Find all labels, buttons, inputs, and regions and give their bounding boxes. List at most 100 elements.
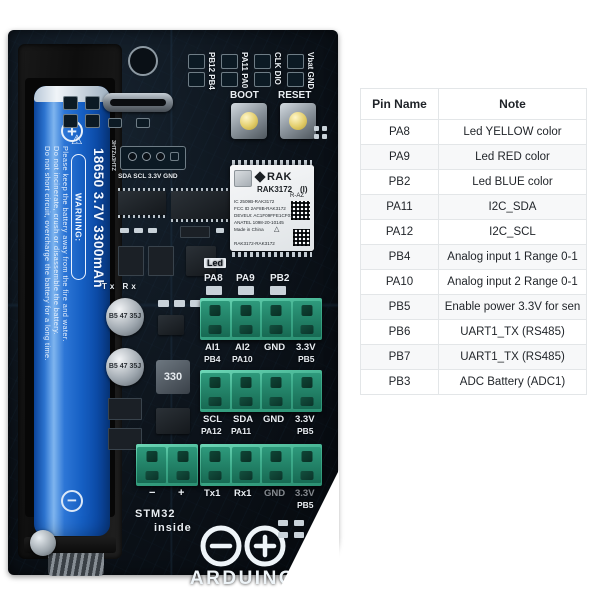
terminal-screw[interactable] bbox=[262, 373, 291, 409]
warning-triangle-icon bbox=[71, 132, 85, 148]
i2c-header-label: SDA SCL 3.3V GND bbox=[118, 173, 178, 180]
reset-button[interactable] bbox=[280, 103, 316, 139]
inductor-component: 330 bbox=[156, 360, 190, 394]
uart-silk-label: Tx Rx bbox=[102, 282, 139, 291]
terminal-screw[interactable] bbox=[292, 447, 321, 483]
pin-mapping-table-wrap: Pin Name Note PA8 Led YELLOW color PA9 L… bbox=[360, 88, 587, 395]
terminal-screw[interactable] bbox=[231, 447, 260, 483]
terminal-block-uart[interactable] bbox=[200, 444, 322, 486]
smd-resistor bbox=[278, 532, 288, 538]
cell-note: UART1_TX (RS485) bbox=[438, 319, 587, 345]
boot-button[interactable] bbox=[231, 103, 267, 139]
header-pad bbox=[188, 54, 205, 69]
cell-pin-name: PA9 bbox=[360, 144, 439, 170]
smd-resistor bbox=[174, 300, 185, 307]
pin-mapping-table: Pin Name Note PA8 Led YELLOW color PA9 L… bbox=[360, 88, 587, 395]
terminal-screw[interactable] bbox=[168, 447, 197, 483]
smd-pad bbox=[322, 126, 327, 131]
boot-button-label: BOOT bbox=[230, 90, 259, 101]
cell-pin-name: PB2 bbox=[360, 169, 439, 195]
cell-pin-name: PB5 bbox=[360, 294, 439, 320]
led-pin-label-3: PB2 bbox=[270, 273, 290, 284]
module-model-label: RAK3172 bbox=[257, 185, 293, 194]
table-row: PA8 Led YELLOW color bbox=[360, 119, 587, 145]
battery-minus-terminal: − bbox=[61, 490, 83, 512]
smd-resistor bbox=[158, 300, 169, 307]
module-top-pins bbox=[232, 160, 312, 165]
cell-note: ADC Battery (ADC1) bbox=[438, 369, 587, 395]
terminal-screw[interactable] bbox=[137, 447, 166, 483]
terminal-screw[interactable] bbox=[231, 301, 260, 337]
electrolytic-cap-1: B5 47 35J bbox=[106, 298, 144, 336]
tb1-bottom-4: PB5 bbox=[298, 354, 315, 364]
silk-header-3: CLK DIO bbox=[273, 52, 282, 85]
module-footer-label: RAK3172-RAK3172 bbox=[234, 241, 275, 246]
terminal-block-i2c[interactable] bbox=[200, 370, 322, 412]
silk-side-text: 3HTZu3HTZ bbox=[110, 140, 116, 171]
cell-note: Led BLUE color bbox=[438, 169, 587, 195]
smd-package bbox=[108, 398, 142, 420]
terminal-screw[interactable] bbox=[201, 301, 230, 337]
table-row: PB4 Analog input 1 Range 0-1 bbox=[360, 244, 587, 270]
module-fcc-label: FCC ID 2AF8B-RAK3172 bbox=[234, 206, 286, 211]
cell-pin-name: PA12 bbox=[360, 219, 439, 245]
antenna-pad-icon bbox=[234, 170, 252, 187]
header-pad bbox=[287, 72, 304, 87]
table-row: PB7 UART1_TX (RS485) bbox=[360, 344, 587, 370]
silk-header-1: PB12 PB4 bbox=[207, 52, 216, 90]
table-row: PB5 Enable power 3.3V for sen bbox=[360, 294, 587, 320]
power-plus-label: + bbox=[178, 487, 185, 499]
i2c-pin bbox=[128, 152, 137, 161]
terminal-screw[interactable] bbox=[262, 301, 291, 337]
smd-diode-2 bbox=[148, 246, 174, 276]
reset-button-label: RESET bbox=[278, 90, 312, 101]
side-pad bbox=[63, 96, 78, 110]
module-bottom-pins bbox=[232, 252, 312, 257]
cell-pin-name: PA11 bbox=[360, 194, 439, 220]
battery-warning-line-3: Do not short circuit, overcharge the bat… bbox=[43, 146, 52, 362]
cell-pin-name: PB6 bbox=[360, 319, 439, 345]
tb1-top-4: 3.3V bbox=[296, 342, 316, 353]
tb2-top-1: SCL bbox=[203, 414, 222, 425]
mount-hole-top bbox=[128, 46, 158, 76]
terminal-screw[interactable] bbox=[262, 447, 291, 483]
cell-pin-name: PA8 bbox=[360, 119, 439, 145]
pcb-board: + 18650 3.7V 3300mAh WARNING: Please kee… bbox=[8, 30, 338, 589]
tb3-top-2: Rx1 bbox=[234, 488, 252, 499]
cell-pin-name: PB3 bbox=[360, 369, 439, 395]
terminal-screw[interactable] bbox=[292, 301, 321, 337]
pcb-photo: + 18650 3.7V 3300mAh WARNING: Please kee… bbox=[0, 0, 345, 600]
terminal-block-analog[interactable] bbox=[200, 298, 322, 340]
cell-note: I2C_SCL bbox=[438, 219, 587, 245]
rak3172-module: RAK RAK3172 (I) R-AZ IC 2509B-RAK3172 FC… bbox=[230, 165, 314, 251]
tb3-top-4: 3.3V bbox=[295, 488, 315, 499]
side-pad bbox=[63, 114, 78, 128]
table-body: PA8 Led YELLOW color PA9 Led RED color P… bbox=[360, 119, 587, 395]
table-row: PA9 Led RED color bbox=[360, 144, 587, 170]
tb2-top-4: 3.3V bbox=[295, 414, 315, 425]
module-brand-label: RAK bbox=[254, 171, 292, 183]
terminal-screw[interactable] bbox=[201, 447, 230, 483]
silk-header-4: Vbat GND bbox=[306, 52, 315, 90]
terminal-screw[interactable] bbox=[231, 373, 260, 409]
smd-diode-1 bbox=[118, 246, 144, 276]
module-origin-label: Made in China bbox=[234, 227, 264, 232]
cell-note: UART1_TX (RS485) bbox=[438, 344, 587, 370]
ic-legs bbox=[118, 215, 166, 218]
smd-resistor bbox=[278, 520, 288, 526]
tb2-bottom-4: PB5 bbox=[297, 426, 314, 436]
cell-note: Led YELLOW color bbox=[438, 119, 587, 145]
terminal-block-power[interactable] bbox=[136, 444, 198, 486]
ic-legs bbox=[171, 219, 233, 222]
cell-note: I2C_SDA bbox=[438, 194, 587, 220]
terminal-screw[interactable] bbox=[201, 373, 230, 409]
cell-note: Analog input 2 Range 0-1 bbox=[438, 269, 587, 295]
terminal-screw[interactable] bbox=[292, 373, 321, 409]
i2c-pin bbox=[156, 152, 165, 161]
battery-warning-label: WARNING: bbox=[73, 192, 84, 242]
usb-c-connector[interactable] bbox=[103, 93, 173, 112]
battery-18650: + 18650 3.7V 3300mAh WARNING: Please kee… bbox=[34, 86, 110, 536]
rak-brand-text: RAK bbox=[267, 171, 292, 183]
battery-warning-line-2: Do not incinerate, crush or disassemble … bbox=[52, 146, 61, 336]
